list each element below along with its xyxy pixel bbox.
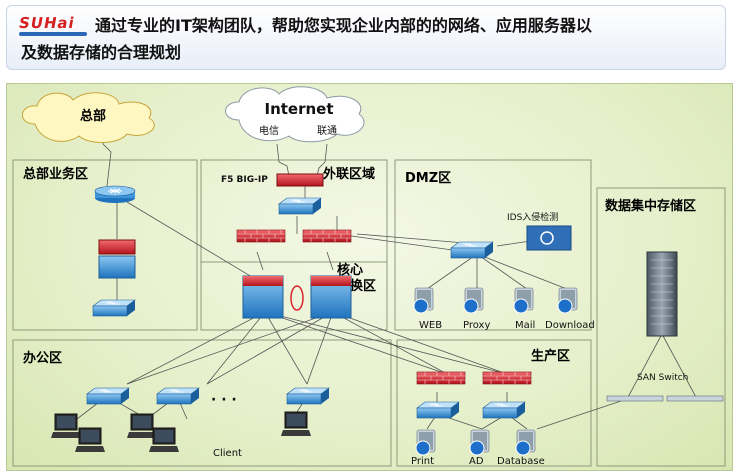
- proxy-server-icon: [463, 287, 484, 314]
- client-label: Client: [213, 448, 242, 459]
- cloud-internet: Internet 电信 联通: [225, 86, 365, 143]
- client-pc-1-icon: [50, 413, 82, 439]
- page-title: 通过专业的IT架构团队，帮助您实现企业内部的的网络、应用服务器以: [95, 16, 592, 35]
- dmz-service-proxy: Proxy: [463, 320, 490, 331]
- telecom-label: 电信: [259, 124, 279, 137]
- download-server-icon: [557, 287, 578, 314]
- ids-device-icon: [526, 225, 572, 251]
- cloud-hq-label: 总部: [80, 108, 106, 124]
- mail-server-icon: [513, 287, 534, 314]
- san-switch-right-icon: [666, 395, 724, 402]
- logo-underline: [19, 32, 87, 36]
- san-switch-label: SAN Switch: [637, 373, 688, 383]
- zone-hq-business-label: 总部业务区: [23, 166, 88, 182]
- zone-office: [12, 339, 392, 467]
- internet-label: Internet: [264, 100, 333, 118]
- ad-server-icon: [469, 429, 490, 456]
- zone-external-label: 外联区域: [322, 166, 375, 182]
- ha-link-ring: [290, 285, 304, 311]
- zone-core-label-1: 核心: [337, 262, 363, 278]
- f5-bigip-icon: [276, 173, 324, 187]
- f5-label: F5 BIG-IP: [221, 175, 268, 185]
- cloud-hq: 总部: [22, 92, 155, 143]
- hq-access-switch-icon: [92, 299, 136, 317]
- office-switch-1-icon: [86, 387, 130, 405]
- client-pc-4-icon: [148, 427, 180, 453]
- hq-firewall-icon: [98, 239, 136, 255]
- client-laptop-icon: [280, 411, 312, 437]
- hq-router-icon: [94, 185, 136, 204]
- prod-service-database: Database: [497, 456, 545, 467]
- print-server-icon: [415, 429, 436, 456]
- zone-dmz-label: DMZ区: [405, 171, 451, 186]
- prod-firewall-right-icon: [482, 371, 532, 385]
- external-switch-icon: [278, 197, 322, 215]
- firewall-left-icon: [236, 229, 286, 243]
- firewall-right-icon: [302, 229, 352, 243]
- prod-switch-left-icon: [416, 401, 460, 419]
- prod-service-print: Print: [411, 456, 434, 467]
- prod-service-ad: AD: [469, 456, 484, 467]
- network-diagram: 总部 Internet 电信 联通 总部业务区 外联区域 DMZ区 核心 交换区…: [6, 83, 733, 471]
- zone-production-label: 生产区: [531, 348, 570, 364]
- network-links: [76, 123, 698, 430]
- ids-label: IDS入侵检测: [507, 211, 558, 223]
- dmz-service-mail: Mail: [515, 320, 535, 331]
- page-title-line2: 及数据存储的合理规划: [21, 43, 182, 62]
- hq-core-switch-icon: [98, 255, 136, 279]
- client-pc-2-icon: [74, 427, 106, 453]
- zone-core: [200, 261, 388, 331]
- dmz-service-web: WEB: [419, 320, 442, 331]
- zone-office-label: 办公区: [23, 350, 62, 366]
- dmz-service-download: Download: [545, 320, 595, 331]
- zone-storage: [596, 187, 726, 467]
- storage-array-icon: [646, 251, 678, 337]
- web-server-icon: [413, 287, 434, 314]
- company-logo: SUHai: [17, 14, 77, 32]
- zone-dmz: [394, 159, 592, 331]
- zone-production: [396, 339, 592, 467]
- header-banner: SUHai 通过专业的IT架构团队，帮助您实现企业内部的的网络、应用服务器以 及…: [6, 5, 726, 70]
- prod-switch-right-icon: [482, 401, 526, 419]
- zone-hq-business: [12, 159, 198, 331]
- office-switch-2-icon: [156, 387, 200, 405]
- office-switch-3-icon: [286, 387, 330, 405]
- san-switch-left-icon: [606, 395, 664, 402]
- zone-storage-label: 数据集中存储区: [605, 198, 696, 214]
- database-server-icon: [515, 429, 536, 456]
- more-devices-dots: · · ·: [211, 392, 237, 408]
- unicom-label: 联通: [317, 125, 337, 137]
- dmz-switch-icon: [450, 241, 494, 259]
- prod-firewall-left-icon: [416, 371, 466, 385]
- diagram-svg: 总部 Internet 电信 联通 总部业务区 外联区域 DMZ区 核心 交换区…: [12, 86, 726, 467]
